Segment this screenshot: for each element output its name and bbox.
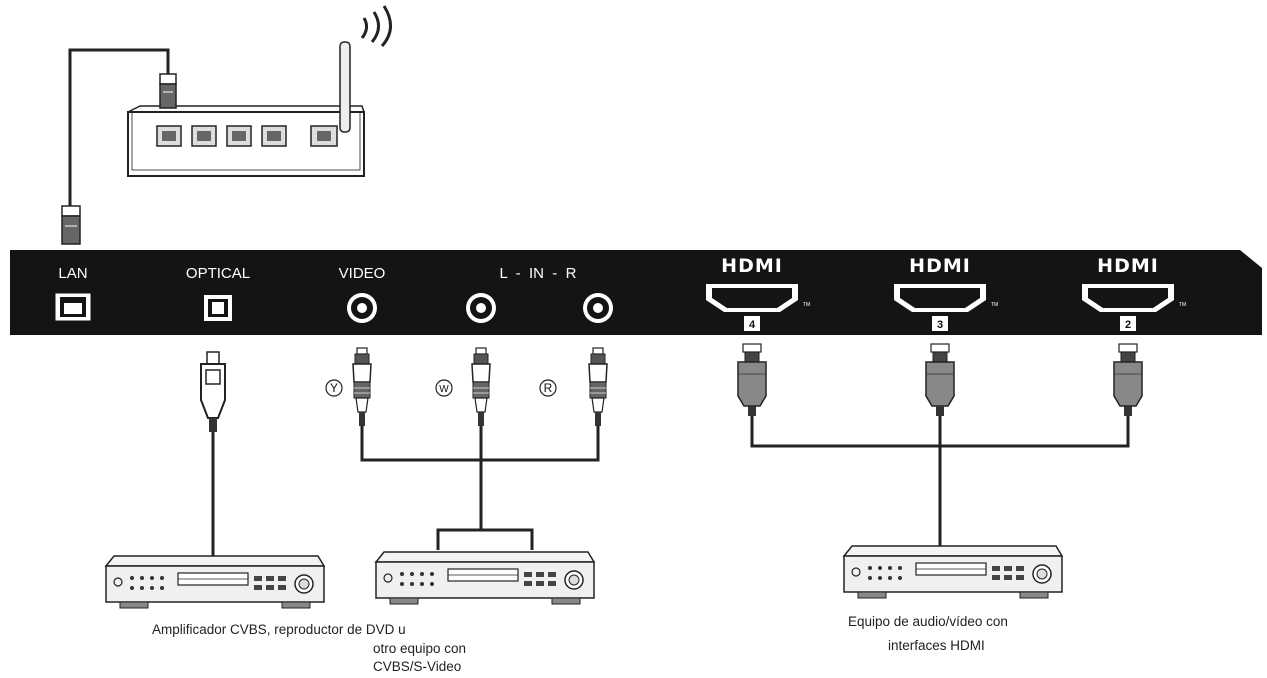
caption-right-line2: interfaces HDMI [888,638,985,653]
lan-cable [61,48,177,245]
hdmi-logo: HDMI [1097,255,1159,277]
router-ports [156,125,338,147]
router [127,5,392,177]
video-label: VIDEO [339,265,386,282]
svg-text:TM: TM [1179,302,1186,308]
audio-right-port [583,293,613,323]
antenna [339,41,351,133]
ethernet-plug-bottom [61,205,81,245]
hdmi-plug-4 [737,343,767,417]
audio-in-label: L - IN - R [500,265,577,282]
video-port [347,293,377,323]
hdmi-av-device [843,545,1063,599]
rca-plug-white [471,347,491,427]
svg-text:Y: Y [330,381,338,395]
caption-left-line3: CVBS/S-Video [373,659,462,674]
rca-cables [360,426,600,550]
hdmi-port-number: 3 [937,319,943,331]
svg-text:TM: TM [991,302,998,308]
rca-label-w: W [435,379,453,397]
hdmi-cables [750,416,1130,546]
svg-text:TM: TM [803,302,810,308]
ethernet-plug-top [159,73,177,109]
hdmi-port-4: HDMI TM 4 [706,255,810,331]
svg-text:R: R [544,381,553,395]
dvd-player-device [375,551,595,605]
lan-label: LAN [58,265,87,282]
svg-text:W: W [439,384,449,395]
optical-label: OPTICAL [186,265,250,282]
hdmi-logo: HDMI [721,255,783,277]
wifi-signal-icon [360,5,392,47]
tv-connector-panel [10,250,1262,335]
caption-right-line1: Equipo de audio/vídeo con [848,614,1008,629]
hdmi-port-number: 2 [1125,319,1131,331]
optical-cable [200,351,226,560]
hdmi-plug-3 [925,343,955,417]
lan-port [55,293,91,321]
rca-plug-yellow [352,347,372,427]
rca-label-r: R [539,379,557,397]
amplifier-device [105,555,325,609]
hdmi-port-2: HDMI TM 2 [1082,255,1186,331]
rca-plug-red [588,347,608,427]
hdmi-plug-2 [1113,343,1143,417]
hdmi-port-3: HDMI TM 3 [894,255,998,331]
hdmi-logo: HDMI [909,255,971,277]
hdmi-port-number: 4 [749,319,756,331]
optical-port [204,295,232,321]
rca-label-y: Y [325,379,343,397]
audio-left-port [466,293,496,323]
caption-left-line1: Amplificador CVBS, reproductor de DVD u [152,622,406,637]
caption-left-line2: otro equipo con [373,641,467,656]
